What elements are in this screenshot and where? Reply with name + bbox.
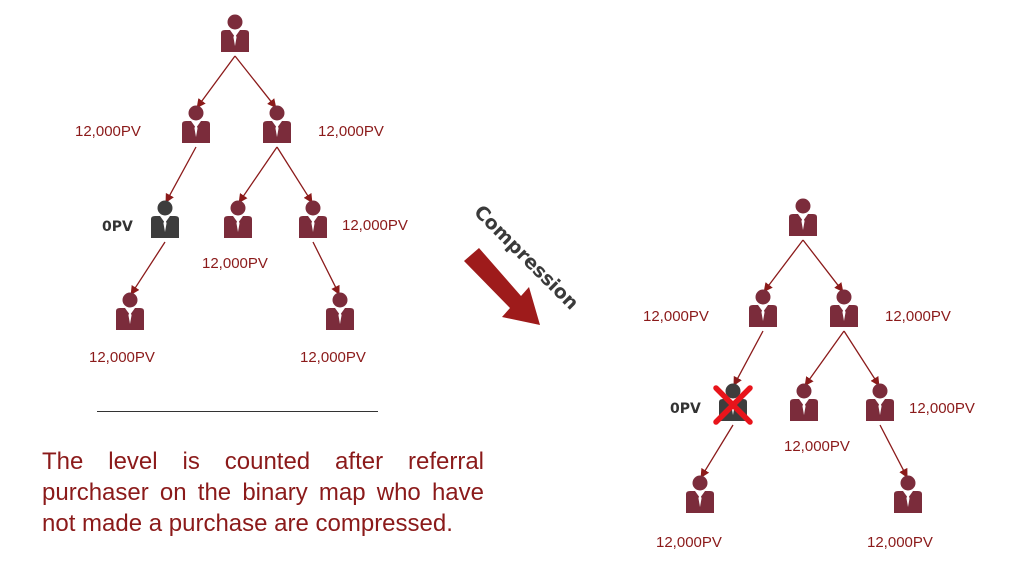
inactive-person-icon-LL (151, 200, 179, 238)
pv-label-RR: 12,000PV (909, 400, 975, 417)
red-x-icon (713, 385, 753, 425)
connector-arrow-root-L (196, 55, 236, 109)
pv-label-R: 12,000PV (885, 308, 951, 325)
pv-label-L: 12,000PV (643, 308, 709, 325)
person-icon-LLL (686, 475, 714, 513)
person-icon-RRR (326, 292, 354, 330)
person-icon-root (221, 14, 249, 52)
person-icon-L (182, 105, 210, 143)
connector-arrow-root-R (234, 55, 277, 109)
person-icon-RL (224, 200, 252, 238)
person-icon-L (749, 289, 777, 327)
compression-arrow-icon (464, 248, 540, 325)
connector-arrow-R-RL (804, 330, 845, 387)
connector-arrow-RR-RRR (879, 424, 908, 479)
person-icon-R (830, 289, 858, 327)
right-compressed-tree: 12,000PV 12,000PV 0PV 12,000PV 12,000PV 12,00… (643, 198, 975, 551)
connector-arrow-root-R (802, 239, 844, 293)
person-icon-RRR (894, 475, 922, 513)
person-icon-R (263, 105, 291, 143)
connector-arrow-LL-LLL (700, 424, 734, 479)
pv-label-RRR: 12,000PV (300, 349, 366, 366)
person-icon-RR (866, 383, 894, 421)
left-binary-tree: 12,000PV 12,000PV 0PV 12,000PV 12,000PV 12,00… (75, 14, 408, 366)
person-icon-LLL (116, 292, 144, 330)
connector-arrow-L-LL (733, 330, 764, 387)
pv-label-LL: 0PV (670, 401, 701, 417)
divider-line (97, 411, 378, 412)
pv-label-RR: 12,000PV (342, 217, 408, 234)
person-icon-RL (790, 383, 818, 421)
connector-arrow-R-RR (276, 146, 313, 204)
pv-label-L: 12,000PV (75, 123, 141, 140)
pv-label-RRR: 12,000PV (867, 534, 933, 551)
pv-label-LL: 0PV (102, 219, 133, 235)
pv-label-RL: 12,000PV (784, 438, 850, 455)
connector-arrow-R-RL (238, 146, 278, 204)
connector-arrow-L-LL (165, 146, 197, 204)
connector-arrow-root-L (763, 239, 804, 293)
pv-label-R: 12,000PV (318, 123, 384, 140)
connector-arrow-R-RR (843, 330, 880, 387)
caption-text: The level is counted after referral purc… (42, 448, 484, 537)
person-icon-RR (299, 200, 327, 238)
pv-label-LLL: 12,000PV (89, 349, 155, 366)
pv-label-RL: 12,000PV (202, 255, 268, 272)
person-icon-root (789, 198, 817, 236)
connector-arrow-LL-LLL (130, 241, 166, 296)
connector-arrow-RR-RRR (312, 241, 340, 296)
pv-label-LLL: 12,000PV (656, 534, 722, 551)
